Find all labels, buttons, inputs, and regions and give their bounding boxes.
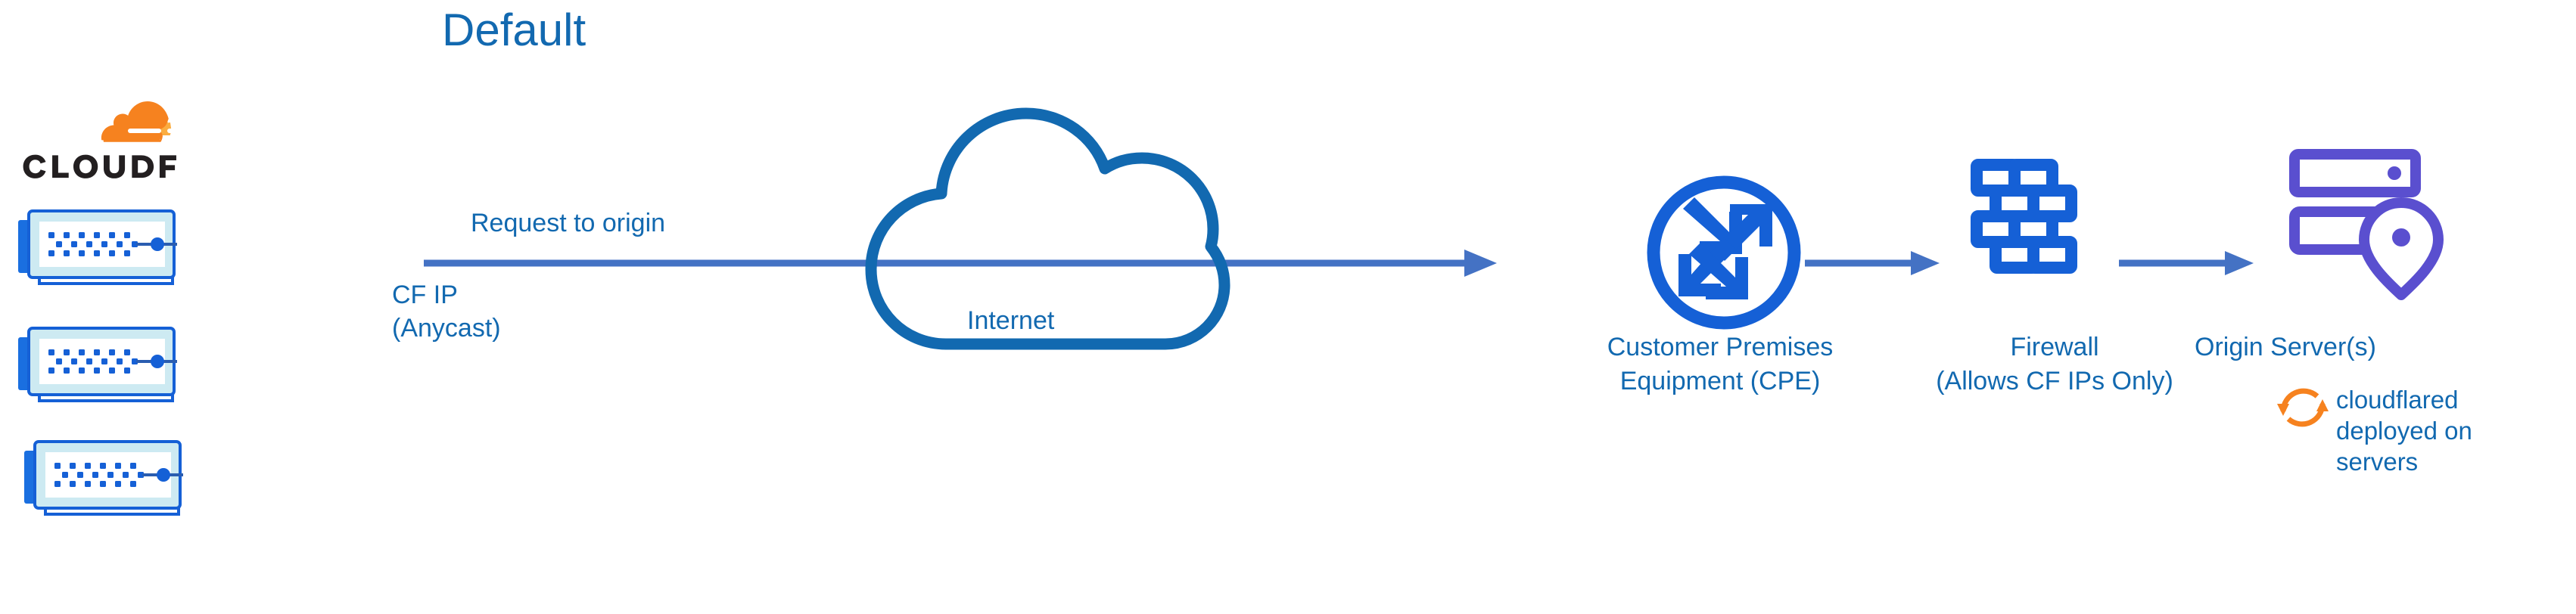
internet-label: Internet xyxy=(967,306,1055,335)
cloudflared-deployed-label: cloudflared deployed on servers xyxy=(2336,386,2472,476)
cloudflare-server-unit xyxy=(18,209,177,285)
arrow-cpe-to-firewall xyxy=(1805,251,1940,275)
cloudflare-wordmark xyxy=(23,154,176,178)
origin-server-label: Origin Server(s) xyxy=(2195,333,2376,361)
brick-wall-icon xyxy=(1971,159,2077,274)
request-to-origin-label: Request to origin xyxy=(471,209,666,237)
cloudflare-server-unit xyxy=(24,440,183,516)
firewall-label: Firewall (Allows CF IPs Only) xyxy=(1936,333,2173,395)
cloudflare-server-unit xyxy=(18,327,177,402)
cloudflare-logo xyxy=(21,100,191,213)
cloudflare-cloud-logo-icon xyxy=(101,101,187,142)
router-icon xyxy=(1647,175,1801,330)
cpe-label: Customer Premises Equipment (CPE) xyxy=(1607,333,1834,395)
sync-arrows-icon xyxy=(2277,388,2329,427)
cf-ip-anycast-label: CF IP (Anycast) xyxy=(392,281,501,343)
arrow-firewall-to-origin xyxy=(2119,251,2254,275)
internet-cloud-icon xyxy=(865,107,1230,350)
server-stack-pin-icon xyxy=(2289,149,2444,300)
arrow-cloudflare-to-cpe xyxy=(424,250,1497,277)
page-title: Default xyxy=(442,5,586,55)
